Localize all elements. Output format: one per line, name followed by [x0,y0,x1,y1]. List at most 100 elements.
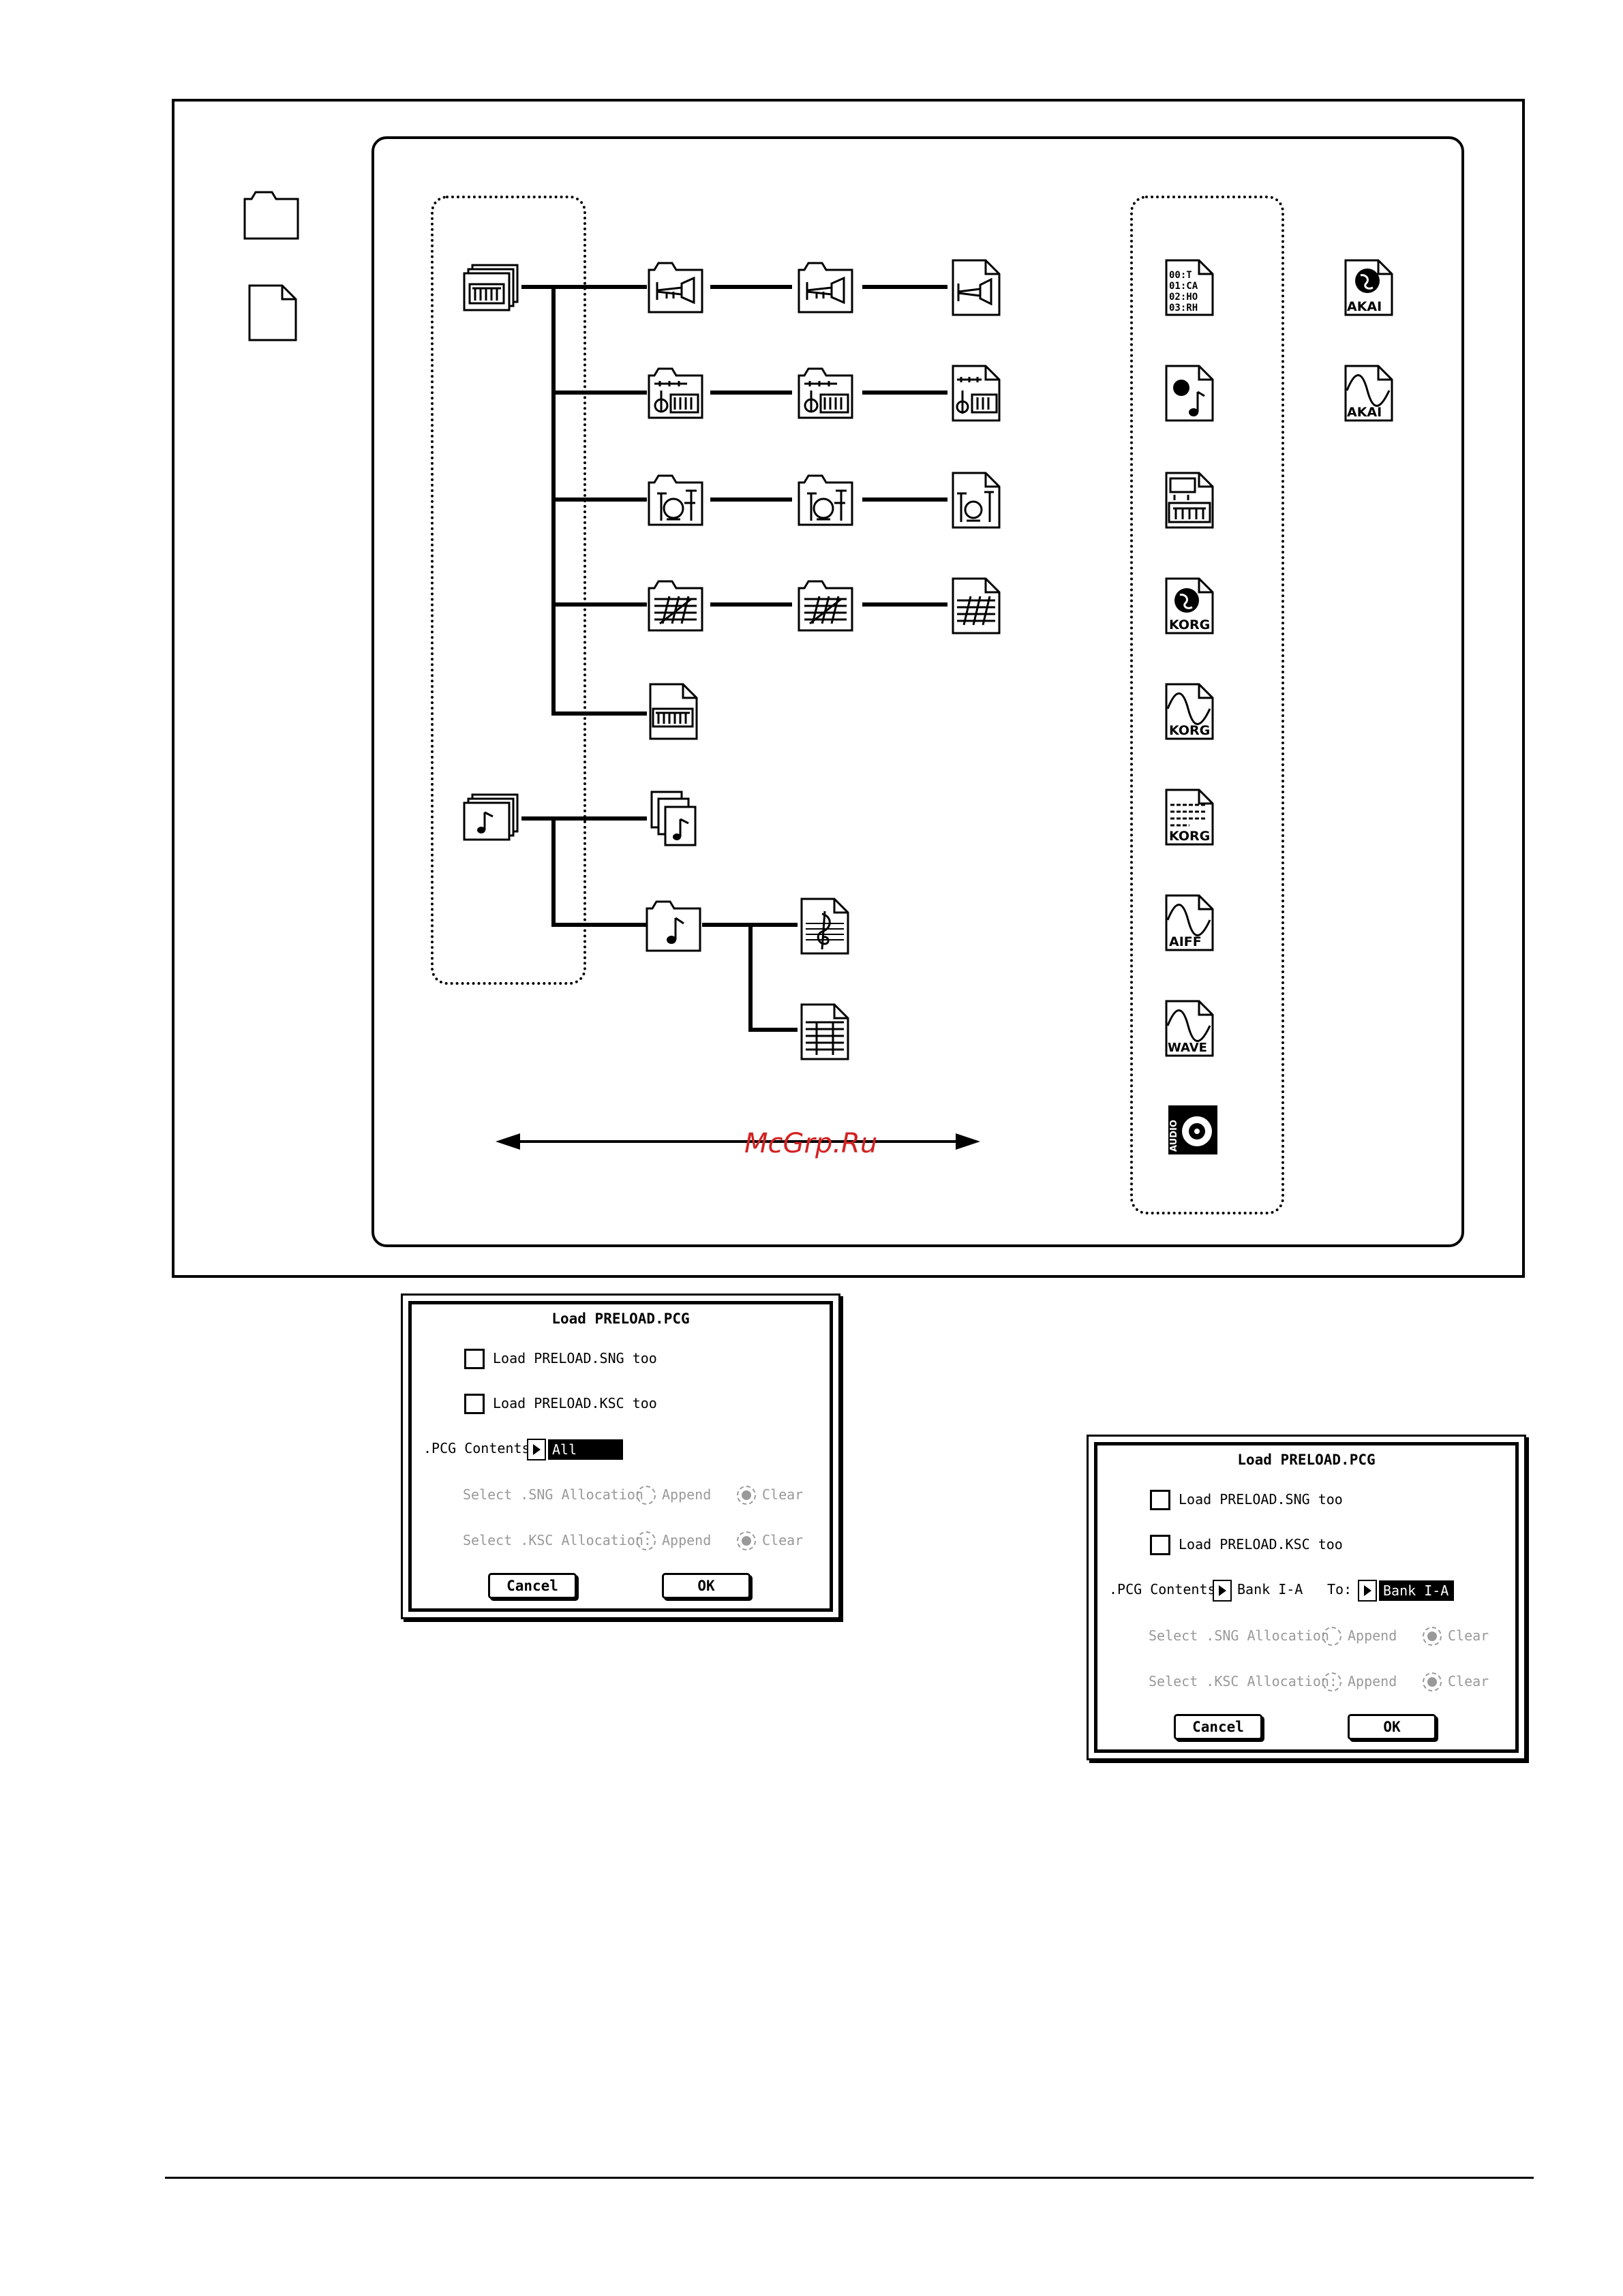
connector-line [748,923,753,1032]
connector-line [551,498,647,502]
file-icon [245,283,304,341]
svg-text:00:T: 00:T [1169,270,1192,281]
akai-wave-file-icon: AKAI [1341,363,1400,422]
svg-text:KORG: KORG [1169,829,1210,844]
audio-cd-icon: AUDIO [1167,1104,1219,1156]
pcg-file-stack-icon [461,256,523,317]
pcg-sng-group-box [431,196,586,985]
connector-line [521,816,564,821]
arpeggio-file-icon [949,576,1007,634]
connector-line [551,923,647,927]
ok-button[interactable]: OK [662,1573,750,1599]
connector-line [862,498,947,502]
akai-globe-file-icon: AKAI [1341,258,1400,316]
korg-wave-file-icon: KORG [1162,682,1221,740]
sng-clear-radio[interactable] [737,1486,756,1505]
connector-line [551,391,647,395]
file-type-group-box [1130,196,1284,1214]
sng-append-radio[interactable] [637,1486,656,1505]
dialog-title: Load PRELOAD.PCG [551,1311,690,1327]
folder-icon [242,184,301,243]
ok-button[interactable]: OK [1348,1714,1436,1740]
connector-line [710,285,792,289]
smf-file-icon [1162,363,1221,422]
load-sng-checkbox[interactable] [464,1349,485,1369]
svg-text:AKAI: AKAI [1347,299,1382,314]
program-folder-icon [796,258,855,316]
pcg-contents-label: .PCG Contents: [1109,1581,1224,1597]
pcg-contents-popup-arrow[interactable] [1213,1580,1232,1602]
select-ksc-allocation-label: Select .KSC Allocation: [463,1532,652,1548]
ksc-clear-radio[interactable] [737,1531,756,1550]
connector-line [551,602,647,607]
ksc-append-label: Append [1348,1673,1397,1689]
load-ksc-checkbox[interactable] [1150,1535,1170,1555]
dialog-title: Load PRELOAD.PCG [1237,1452,1376,1468]
diagram-inner-frame [371,136,1464,1247]
load-pcg-dialog-all: Load PRELOAD.PCG Load PRELOAD.SNG too Lo… [401,1294,840,1619]
double-arrow-icon [496,1133,980,1150]
svg-text:WAVE: WAVE [1168,1041,1207,1055]
wave-file-icon: WAVE [1162,998,1221,1057]
program-folder-icon [646,258,705,316]
page-footer-rule [165,2177,1534,2179]
connector-line [710,602,792,607]
sng-append-label: Append [1348,1627,1397,1644]
arpeggio-folder-icon [796,576,855,634]
track-list-file-icon [798,1002,856,1060]
drumkit-folder-icon [796,470,855,529]
song-folder-icon [644,896,703,955]
connector-line [551,816,647,821]
drumkit-folder-icon [646,470,705,529]
cancel-button[interactable]: Cancel [488,1573,577,1599]
sng-append-label: Append [662,1486,712,1503]
to-popup-arrow[interactable] [1358,1580,1377,1602]
ksc-clear-radio[interactable] [1423,1672,1442,1692]
sng-clear-label: Clear [762,1486,804,1503]
svg-text:KORG: KORG [1169,723,1210,738]
connector-line [862,391,947,395]
to-bank-select[interactable]: Bank I-A [1379,1580,1454,1601]
sng-clear-label: Clear [1448,1627,1489,1644]
pcg-contents-select[interactable]: Bank I-A [1237,1581,1303,1597]
korg-text-file-icon: KORG [1162,787,1221,846]
connector-line [521,285,564,289]
load-sng-checkbox[interactable] [1150,1490,1170,1510]
connector-line [710,498,792,502]
dialog-border [408,1301,833,1612]
ksc-clear-label: Clear [1448,1673,1489,1689]
sng-file-stack-icon [461,785,523,846]
aiff-file-icon: AIFF [1162,893,1221,951]
pcg-contents-select[interactable]: All [548,1439,623,1460]
combination-file-icon [949,363,1007,422]
global-setting-file-icon [646,682,705,740]
select-ksc-allocation-label: Select .KSC Allocation: [1149,1673,1337,1689]
svg-text:AUDIO: AUDIO [1169,1120,1179,1152]
ksc-append-radio[interactable] [1322,1672,1341,1692]
connector-line [862,602,947,607]
load-sng-label: Load PRELOAD.SNG too [1179,1491,1343,1507]
svg-text:AKAI: AKAI [1347,405,1382,420]
svg-text:03:RH: 03:RH [1169,303,1198,313]
load-ksc-checkbox[interactable] [464,1394,485,1414]
drumkit-file-icon [949,470,1007,529]
sng-clear-radio[interactable] [1423,1627,1442,1646]
connector-line [748,1028,798,1032]
sng-append-radio[interactable] [1322,1627,1341,1646]
load-ksc-label: Load PRELOAD.KSC too [493,1395,657,1411]
select-sng-allocation-label: Select .SNG Allocation [1149,1627,1329,1644]
korg-globe-file-icon: KORG [1162,576,1221,634]
arpeggio-folder-icon [646,576,705,634]
svg-text:01:CA: 01:CA [1169,281,1198,292]
pcg-contents-popup-arrow[interactable] [527,1439,546,1460]
load-ksc-label: Load PRELOAD.KSC too [1179,1536,1343,1552]
to-label: To: [1327,1581,1352,1597]
combination-folder-icon [796,363,855,422]
svg-text:02:HO: 02:HO [1169,292,1198,303]
cancel-button[interactable]: Cancel [1174,1714,1262,1740]
ksc-append-label: Append [662,1532,712,1548]
connector-line [710,391,792,395]
dialog-border [1094,1442,1519,1753]
ksc-append-radio[interactable] [637,1531,656,1550]
connector-line [862,285,947,289]
